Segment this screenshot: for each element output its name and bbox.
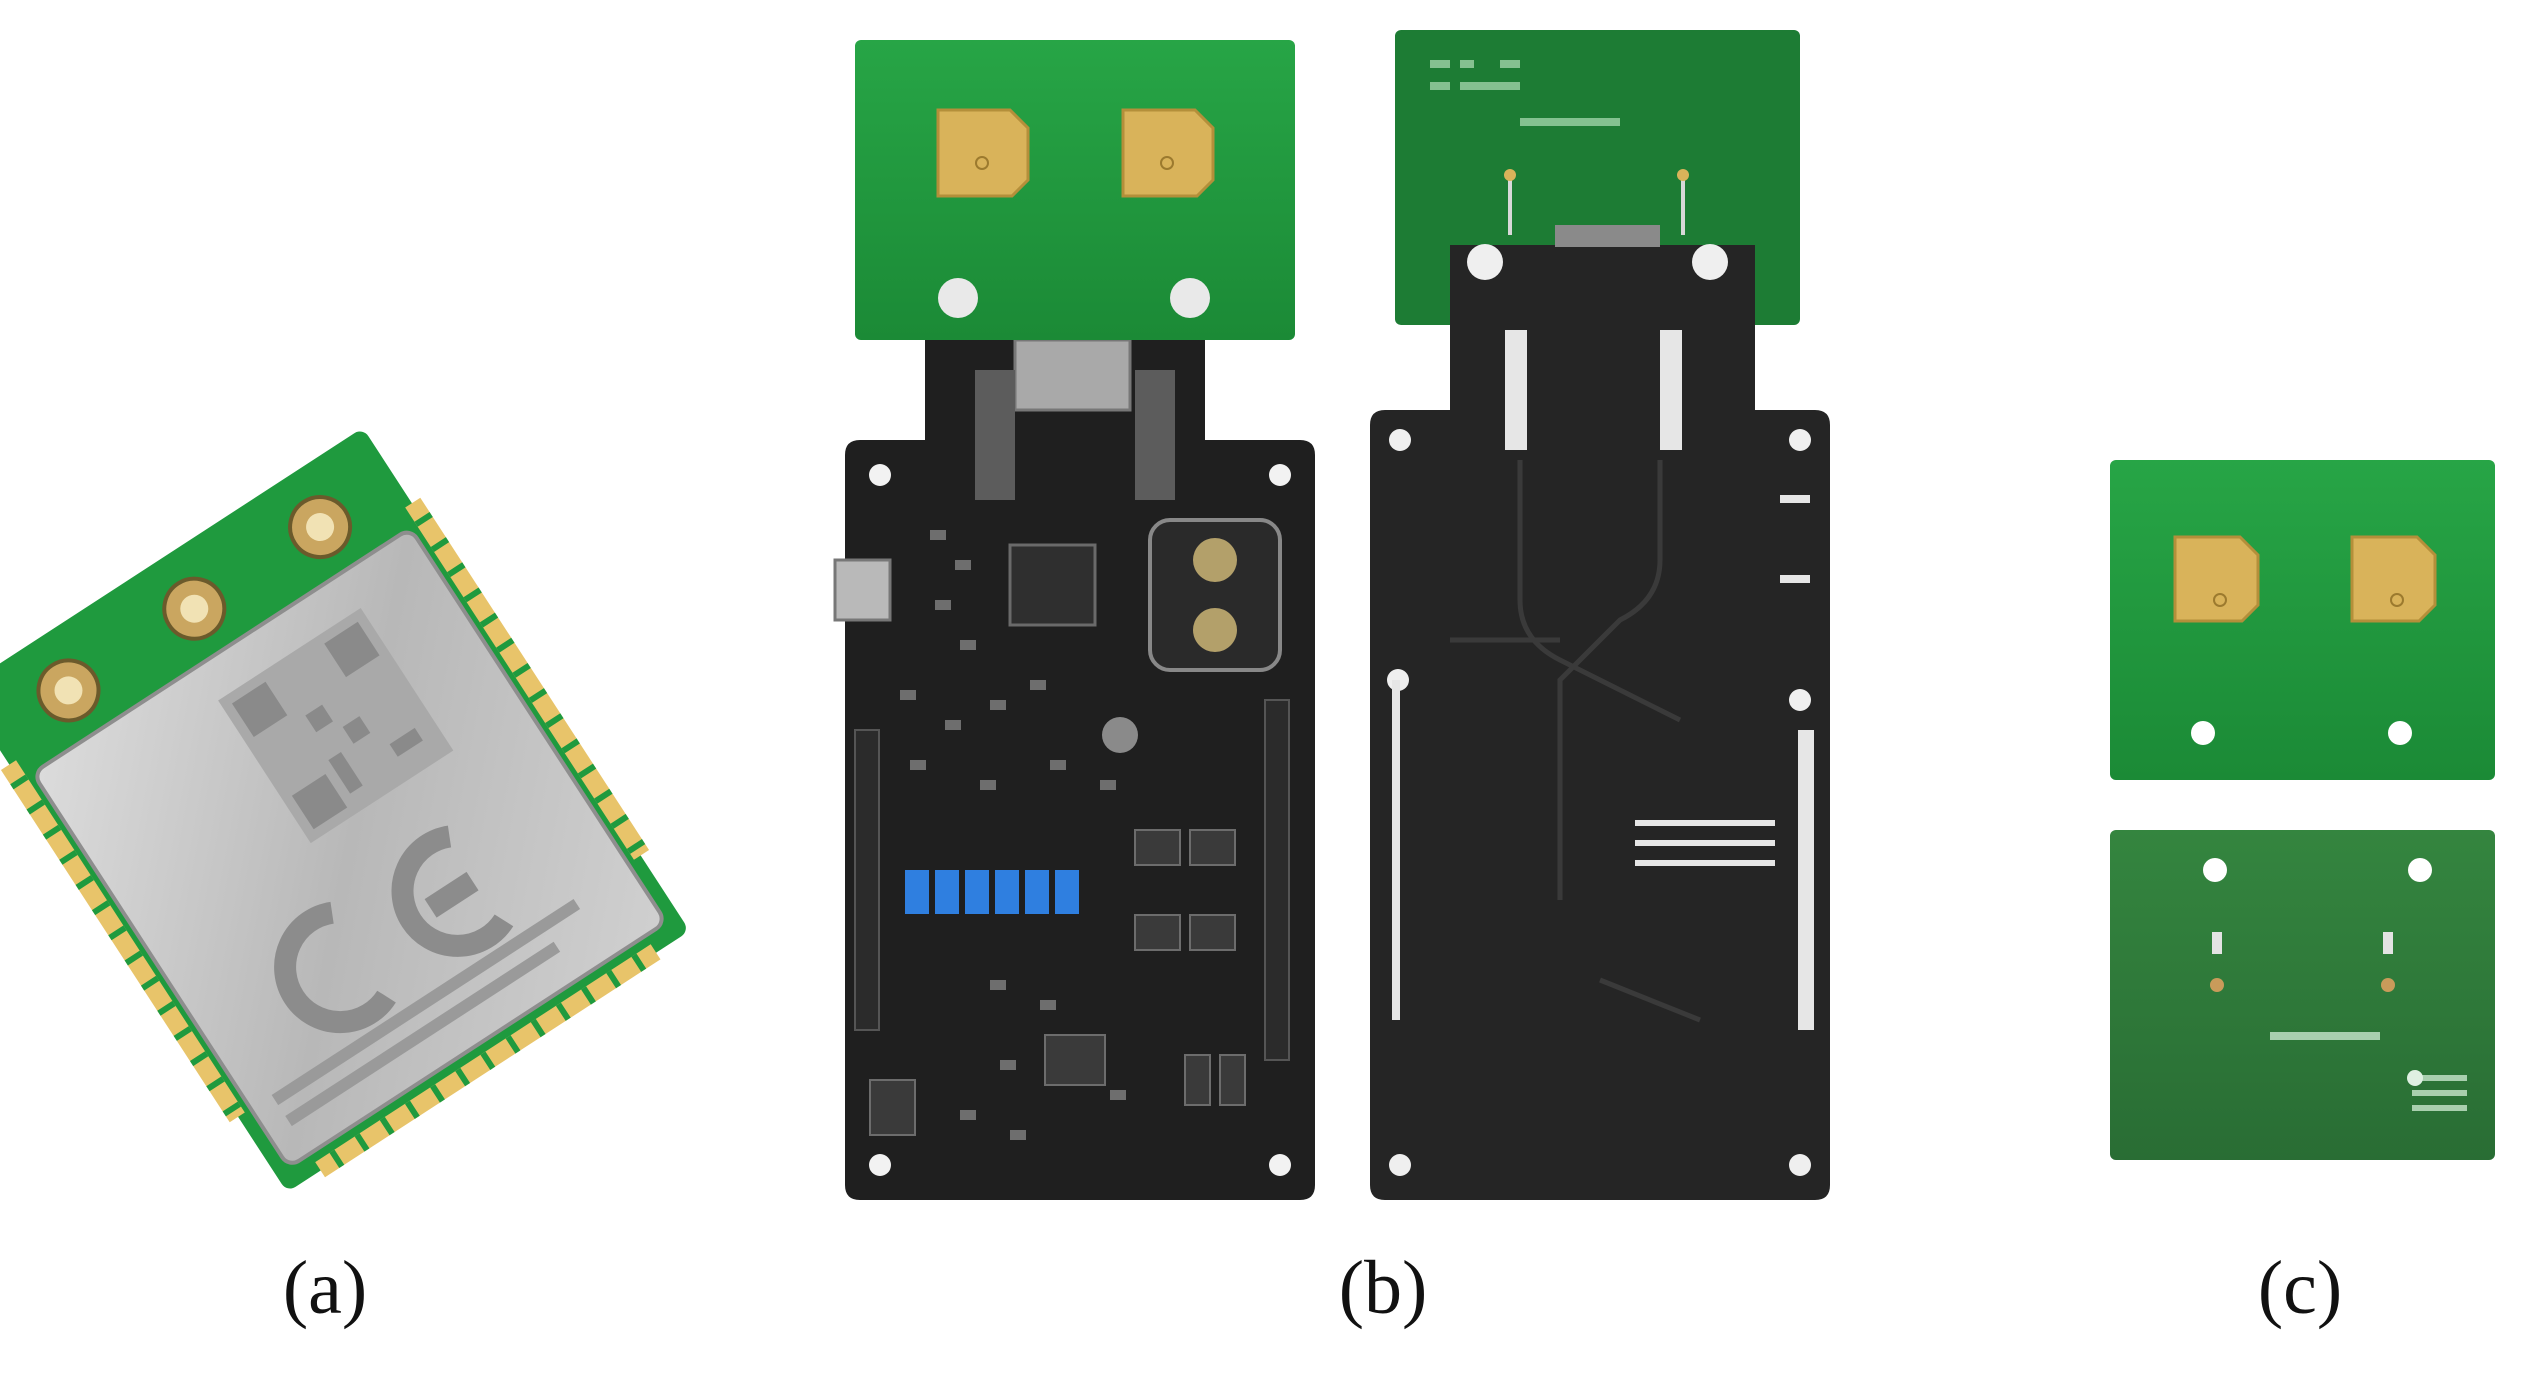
dev-board-front-image <box>833 40 1315 1200</box>
caption-b: (b) <box>1338 1246 1428 1330</box>
antenna-board-back-image <box>2110 830 2495 1160</box>
antenna-board-front-image <box>2110 460 2495 780</box>
caption-c: (c) <box>2257 1246 2343 1330</box>
caption-a: (a) <box>282 1246 368 1330</box>
dev-board-back-image <box>1370 30 1830 1200</box>
wireless-module-image <box>0 431 686 1189</box>
